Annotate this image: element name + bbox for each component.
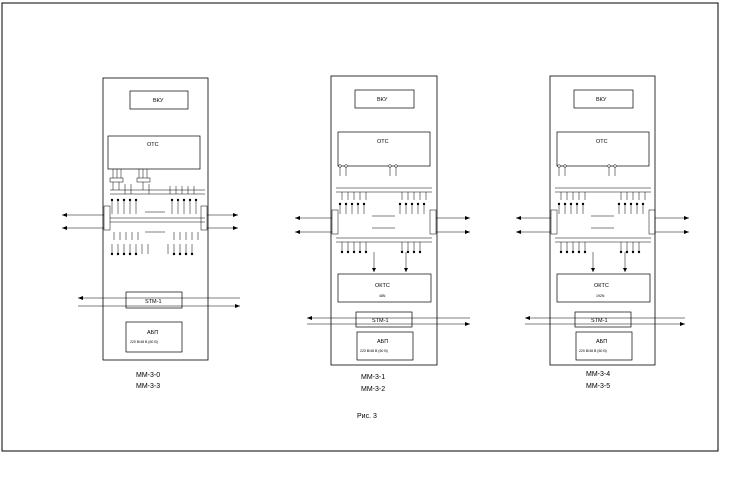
unit-0-model-2: ММ-3-3 <box>136 383 160 390</box>
unit-2-power-spec: 220 В/48 В (60 В) <box>579 349 607 353</box>
unit-2-power-block <box>575 331 633 361</box>
unit-1-nodes <box>295 164 470 326</box>
unit-1-power-label: АБП <box>377 339 388 345</box>
unit-2-wiring <box>516 166 689 325</box>
figure-caption: Рис. 3 <box>357 413 377 420</box>
unit-1-optical-switch-label: ОКТС <box>375 283 390 289</box>
unit-0-power-block <box>125 321 183 353</box>
unit-2-bus-block <box>574 311 632 328</box>
unit-2-control-label: ВКУ <box>596 97 607 103</box>
unit-2-optical-switch-detail: 192N <box>596 294 605 298</box>
unit-1-bus-block <box>355 311 413 328</box>
unit-2-control-block <box>573 89 634 109</box>
unit-0-model-1: ММ-3-0 <box>136 372 160 379</box>
unit-1-switch-label: ОТС <box>377 139 389 145</box>
unit-1-wiring <box>295 166 470 325</box>
unit-2-optical-switch-block <box>556 273 651 303</box>
unit-1-power-block <box>356 331 414 361</box>
unit-0-control-label: ВКУ <box>153 98 164 104</box>
unit-1-power-spec: 220 В/48 В (60 В) <box>360 349 388 353</box>
unit-0-switch-block <box>107 135 201 170</box>
unit-2-model-1: ММ-3-4 <box>586 371 610 378</box>
unit-1-switch-block <box>337 131 431 167</box>
unit-0-frame <box>102 77 209 361</box>
unit-0-wiring <box>62 169 240 307</box>
unit-2: ВКУ ОТС ОКТС 192N <box>516 75 689 390</box>
unit-2-optical-switch-label: ОКТС <box>594 283 609 289</box>
unit-0-bus-label: STM-1 <box>145 299 162 305</box>
unit-2-bus-label: STM-1 <box>591 318 608 324</box>
unit-0: ВКУ ОТС STM-1 <box>62 77 240 390</box>
unit-0-power-spec: 220 В/48 В (60 В) <box>130 340 158 344</box>
unit-0-switch-label: ОТС <box>147 142 159 148</box>
unit-1-optical-switch-detail: 48N <box>379 294 386 298</box>
unit-2-power-label: АБП <box>596 339 607 345</box>
unit-1-control-block <box>354 89 415 109</box>
unit-1-optical-switch-block <box>337 273 432 303</box>
figure-border <box>1 2 719 452</box>
unit-2-switch-label: ОТС <box>596 139 608 145</box>
unit-2-model-2: ММ-3-5 <box>586 383 610 390</box>
unit-1-bus-label: STM-1 <box>372 318 389 324</box>
unit-1-model-1: ММ-3-1 <box>361 374 385 381</box>
unit-0-nodes <box>62 198 240 308</box>
unit-1: ВКУ ОТС ОКТС 48N <box>295 75 470 393</box>
unit-0-power-label: АБП <box>147 330 158 336</box>
unit-1-control-label: ВКУ <box>377 97 388 103</box>
unit-0-bus-block <box>125 291 183 309</box>
unit-2-nodes <box>516 164 689 326</box>
unit-0-control-block <box>129 90 189 110</box>
unit-1-model-2: ММ-3-2 <box>361 386 385 393</box>
unit-1-frame <box>330 75 438 366</box>
unit-2-switch-block <box>556 131 650 167</box>
